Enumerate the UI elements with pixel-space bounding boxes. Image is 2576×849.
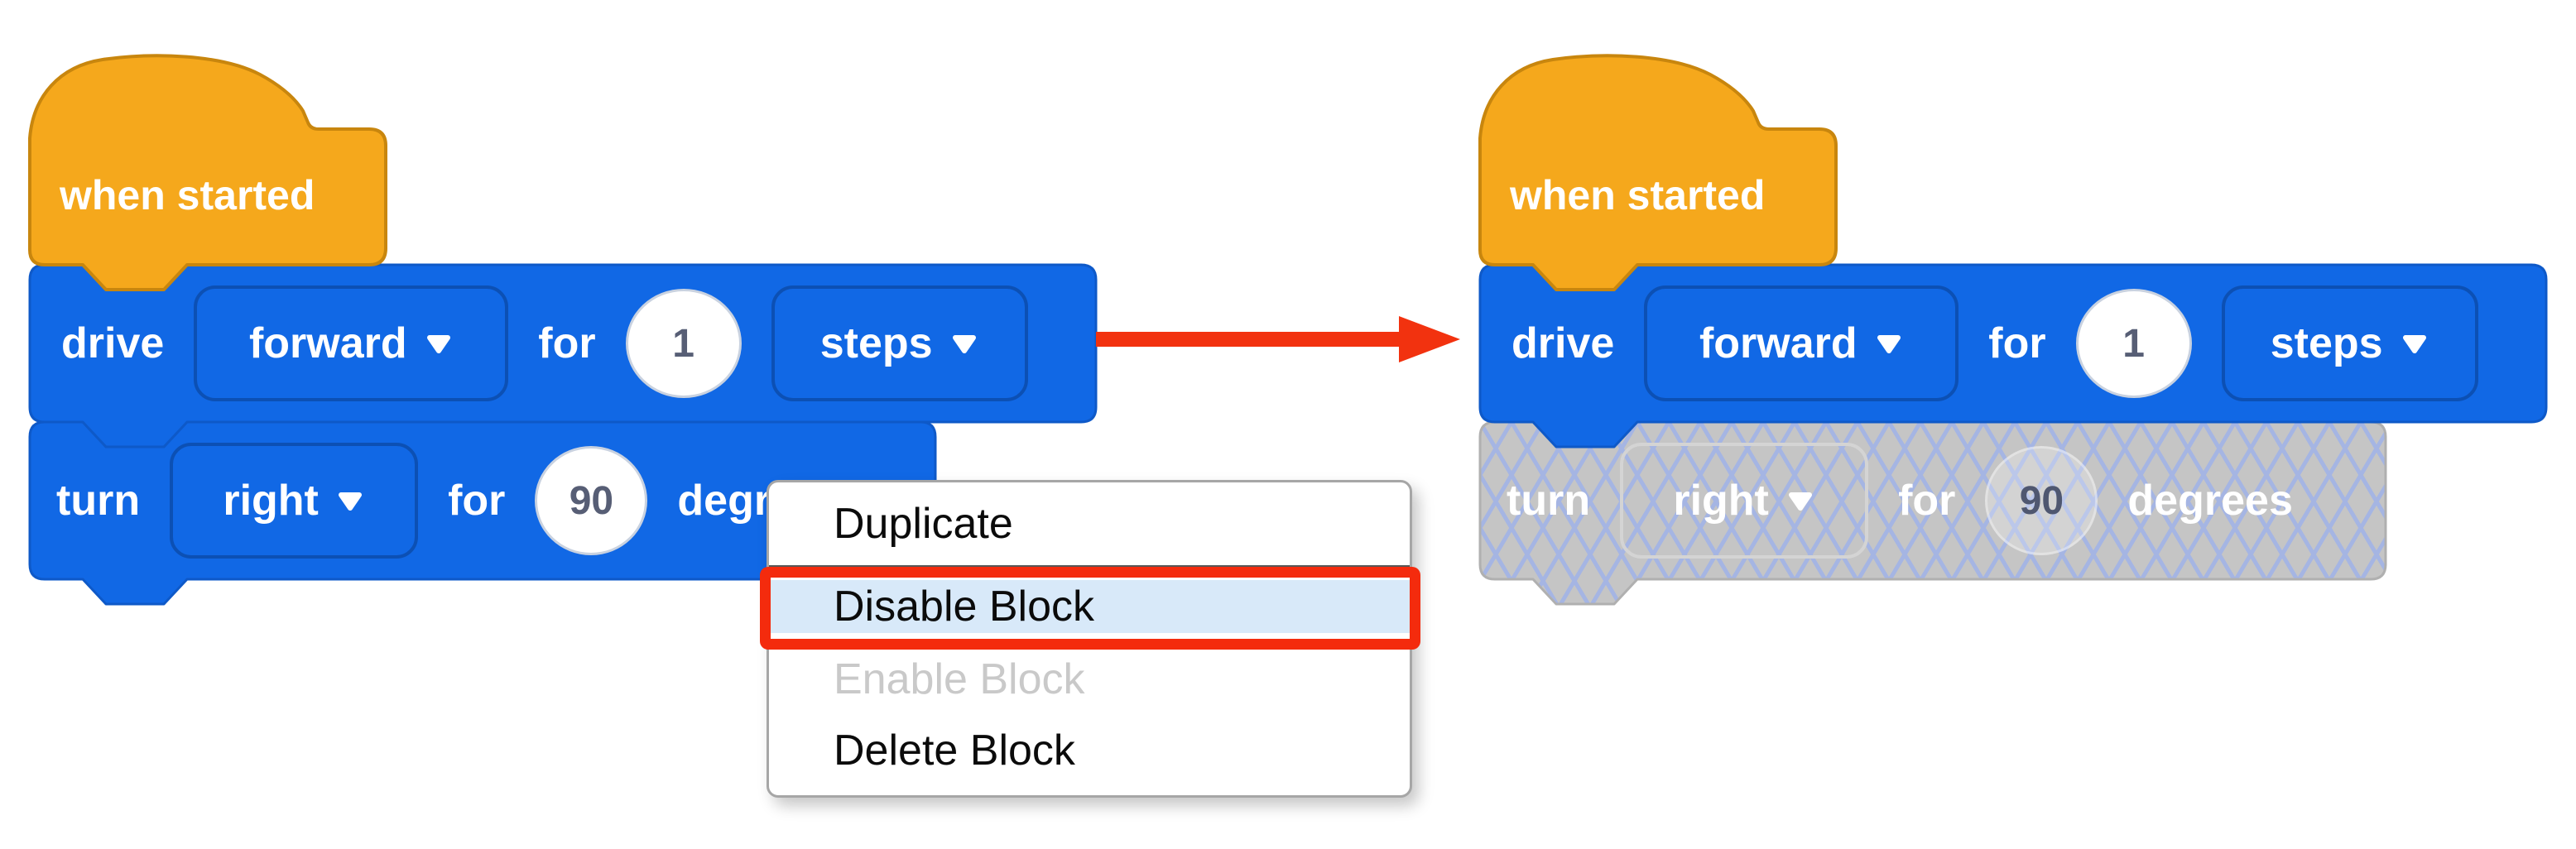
turn-direction-value: right — [223, 477, 319, 525]
chevron-down-icon — [2402, 335, 2426, 353]
context-menu-item-enable-block: Enable Block — [834, 655, 1085, 703]
context-menu-item-delete-block[interactable]: Delete Block — [834, 727, 1075, 775]
chevron-down-icon — [1788, 492, 1812, 511]
drive-distance-value-field-right[interactable]: 1 — [2075, 289, 2192, 398]
turn-block-left[interactable]: turn right for 90 degrees — [28, 420, 937, 606]
drive-unit-value: steps — [819, 319, 933, 367]
drive-unit-value: steps — [2270, 319, 2383, 367]
turn-verb-label: turn — [56, 477, 141, 525]
hat-block-shape — [28, 54, 387, 291]
context-menu-item-duplicate[interactable]: Duplicate — [834, 500, 1013, 548]
turn-direction-value: right — [1673, 477, 1769, 525]
drive-block-left[interactable]: drive forward for 1 steps — [28, 263, 1098, 448]
red-transition-arrow — [1096, 316, 1460, 362]
drive-direction-dropdown-right[interactable]: forward — [1644, 285, 1959, 401]
chevron-down-icon — [338, 492, 362, 511]
hat-block-label: when started — [1510, 172, 1766, 218]
drive-distance-value-field-left[interactable]: 1 — [625, 289, 742, 398]
drive-for-label: for — [1988, 319, 2046, 367]
hat-block-shape — [1478, 54, 1838, 291]
turn-block-right-disabled[interactable]: turn right for 90 degrees — [1478, 420, 2387, 606]
context-menu-item-disable-block[interactable]: Disable Block — [769, 580, 1410, 633]
turn-angle-value-field-right: 90 — [1985, 446, 2098, 555]
drive-unit-dropdown-right[interactable]: steps — [2221, 285, 2478, 401]
when-started-hat-block-left[interactable]: when started — [28, 54, 387, 294]
drive-direction-value: forward — [1699, 319, 1858, 367]
drive-direction-value: forward — [248, 319, 407, 367]
turn-direction-dropdown-right: right — [1620, 443, 1869, 559]
drive-for-label: for — [538, 319, 596, 367]
turn-unit-label: degrees — [2127, 477, 2293, 525]
turn-angle-value: 90 — [2019, 478, 2064, 523]
turn-for-label: for — [1898, 477, 1956, 525]
chevron-down-icon — [1877, 335, 1901, 353]
turn-direction-dropdown-left[interactable]: right — [170, 443, 419, 559]
drive-distance-value: 1 — [2122, 321, 2145, 366]
drive-verb-label: drive — [61, 319, 165, 367]
red-highlight-box — [760, 567, 1420, 650]
turn-angle-value-field-left[interactable]: 90 — [535, 446, 648, 555]
chevron-down-icon — [952, 335, 976, 353]
chevron-down-icon — [426, 335, 450, 353]
when-started-hat-block-right[interactable]: when started — [1478, 54, 1838, 294]
drive-distance-value: 1 — [672, 321, 694, 366]
drive-direction-dropdown-left[interactable]: forward — [194, 285, 509, 401]
turn-angle-value: 90 — [569, 478, 614, 523]
turn-for-label: for — [448, 477, 506, 525]
drive-unit-dropdown-left[interactable]: steps — [771, 285, 1028, 401]
drive-block-right[interactable]: drive forward for 1 steps — [1478, 263, 2548, 448]
hat-block-label: when started — [60, 172, 315, 218]
drive-verb-label: drive — [1511, 319, 1615, 367]
turn-verb-label: turn — [1507, 477, 1591, 525]
